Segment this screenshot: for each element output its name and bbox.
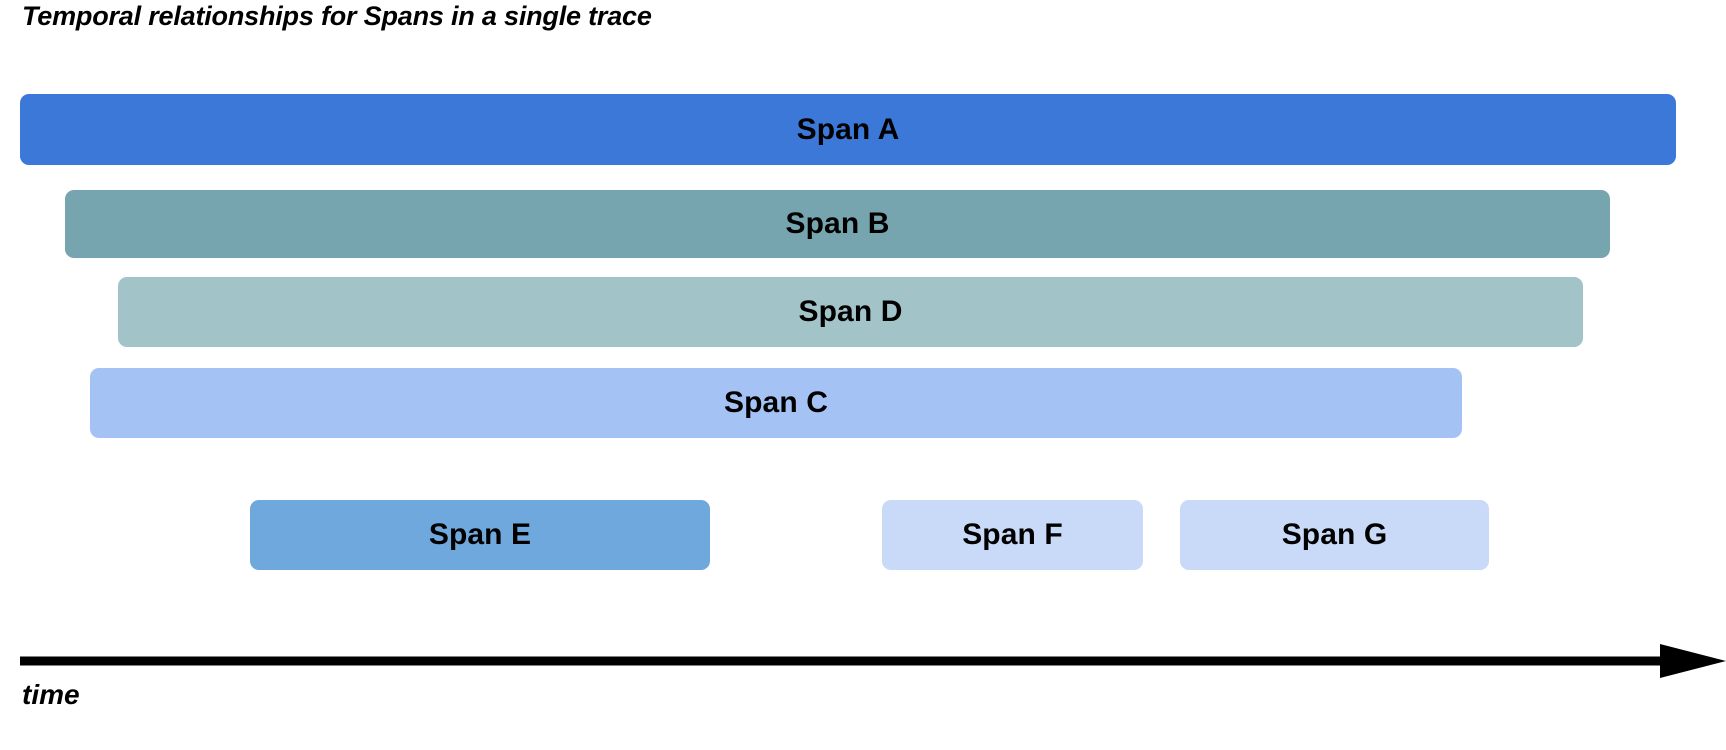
span-bar[interactable]: Span B [65,190,1610,258]
span-bar-label: Span A [796,112,900,146]
span-bar-label: Span D [798,295,903,328]
span-bar[interactable]: Span F [882,500,1143,570]
span-bar-label: Span C [724,386,828,419]
span-bar-label: Span B [785,207,890,240]
span-bar[interactable]: Span D [118,277,1583,347]
span-bar-label: Span E [428,518,532,551]
span-bar[interactable]: Span G [1180,500,1489,570]
span-bar-label: Span F [962,518,1063,551]
span-bar[interactable]: Span A [20,94,1676,165]
span-bar-label: Span G [1281,518,1388,551]
time-axis-label: time [22,679,80,710]
span-bar[interactable]: Span E [250,500,710,570]
arrow-right-icon [20,644,1726,678]
span-bar[interactable]: Span C [90,368,1462,438]
page-title: Temporal relationships for Spans in a si… [22,1,652,31]
time-axis [20,640,1726,682]
